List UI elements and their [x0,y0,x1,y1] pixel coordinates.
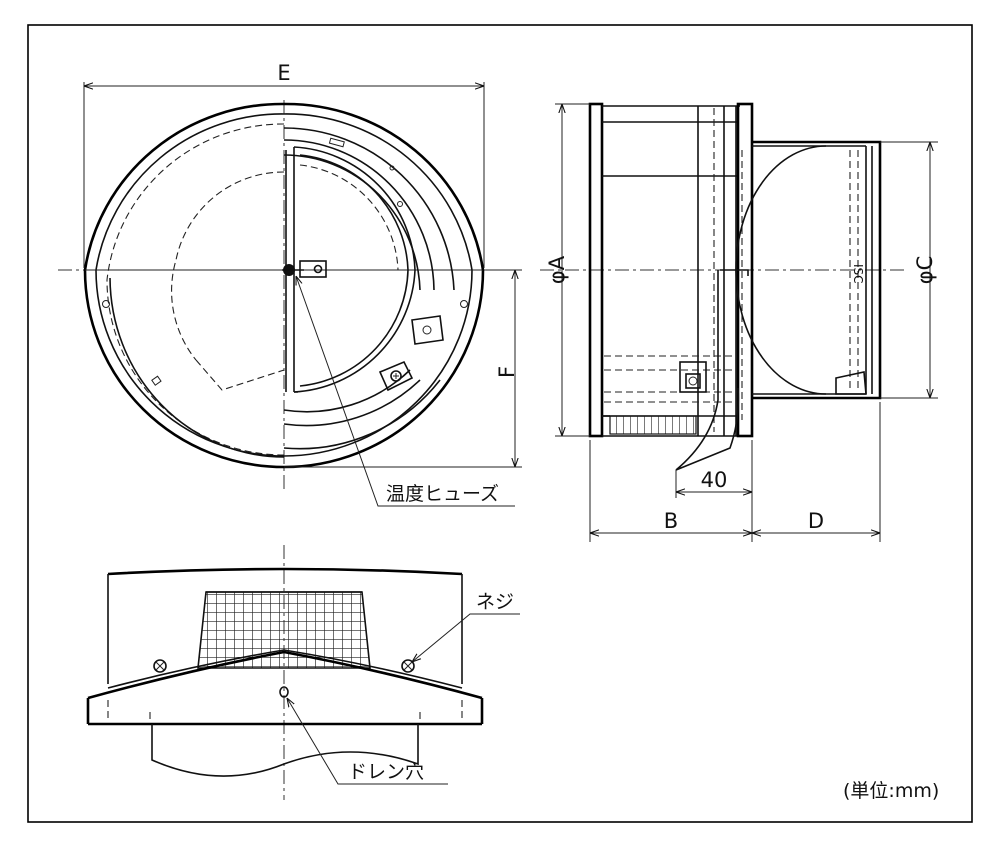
callout-drain-hole: ドレン穴 [348,761,424,783]
dim-label-d: D [808,509,824,533]
drawing-border [27,24,973,823]
callout-screw: ネジ [476,591,514,613]
dim-label-40: 40 [701,468,728,492]
dim-label-e: E [277,61,290,85]
front-view: E F 温度ヒューズ [58,61,522,507]
side-view: ISC φA φC 40 B D [540,102,938,542]
dim-label-f: F [495,366,519,378]
callout-temperature-fuse: 温度ヒューズ [386,483,499,505]
dim-label-phi-c: φC [913,256,937,285]
side-mark: ISC [851,264,865,284]
bottom-view: ネジ ドレン穴 [86,545,520,800]
dim-label-b: B [664,509,678,533]
unit-note: (単位:mm) [843,780,939,802]
dim-label-phi-a: φA [545,255,569,284]
